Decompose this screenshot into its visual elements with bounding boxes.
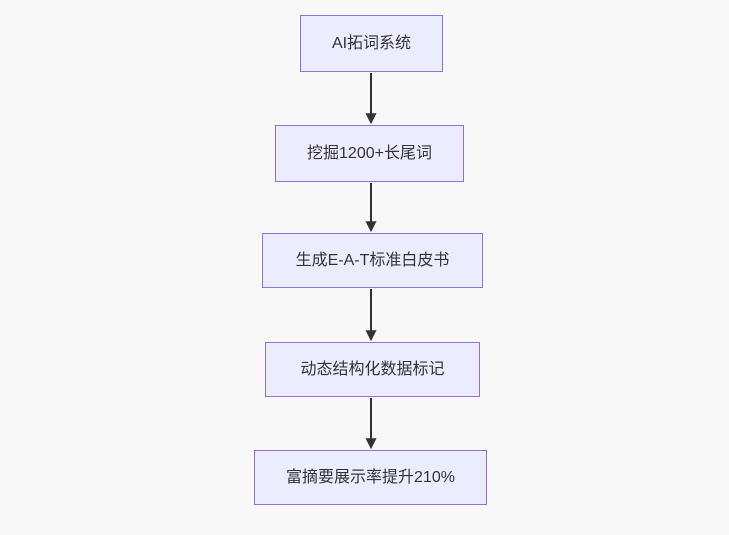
node-label: AI拓词系统 — [331, 34, 412, 52]
node-label: 生成E-A-T标准白皮书 — [295, 251, 450, 269]
flowchart-node-structured-data: 动态结构化数据标记 — [265, 342, 480, 397]
node-label: 动态结构化数据标记 — [300, 360, 445, 378]
flowchart-node-eat-whitepaper: 生成E-A-T标准白皮书 — [262, 233, 483, 288]
node-label: 挖掘1200+长尾词 — [307, 144, 432, 162]
node-label: 富摘要展示率提升210% — [286, 468, 455, 486]
flowchart-node-longtail-mining: 挖掘1200+长尾词 — [275, 125, 464, 182]
flowchart-node-rich-snippet-result: 富摘要展示率提升210% — [254, 450, 487, 505]
flowchart-node-ai-word-system: AI拓词系统 — [300, 15, 443, 72]
